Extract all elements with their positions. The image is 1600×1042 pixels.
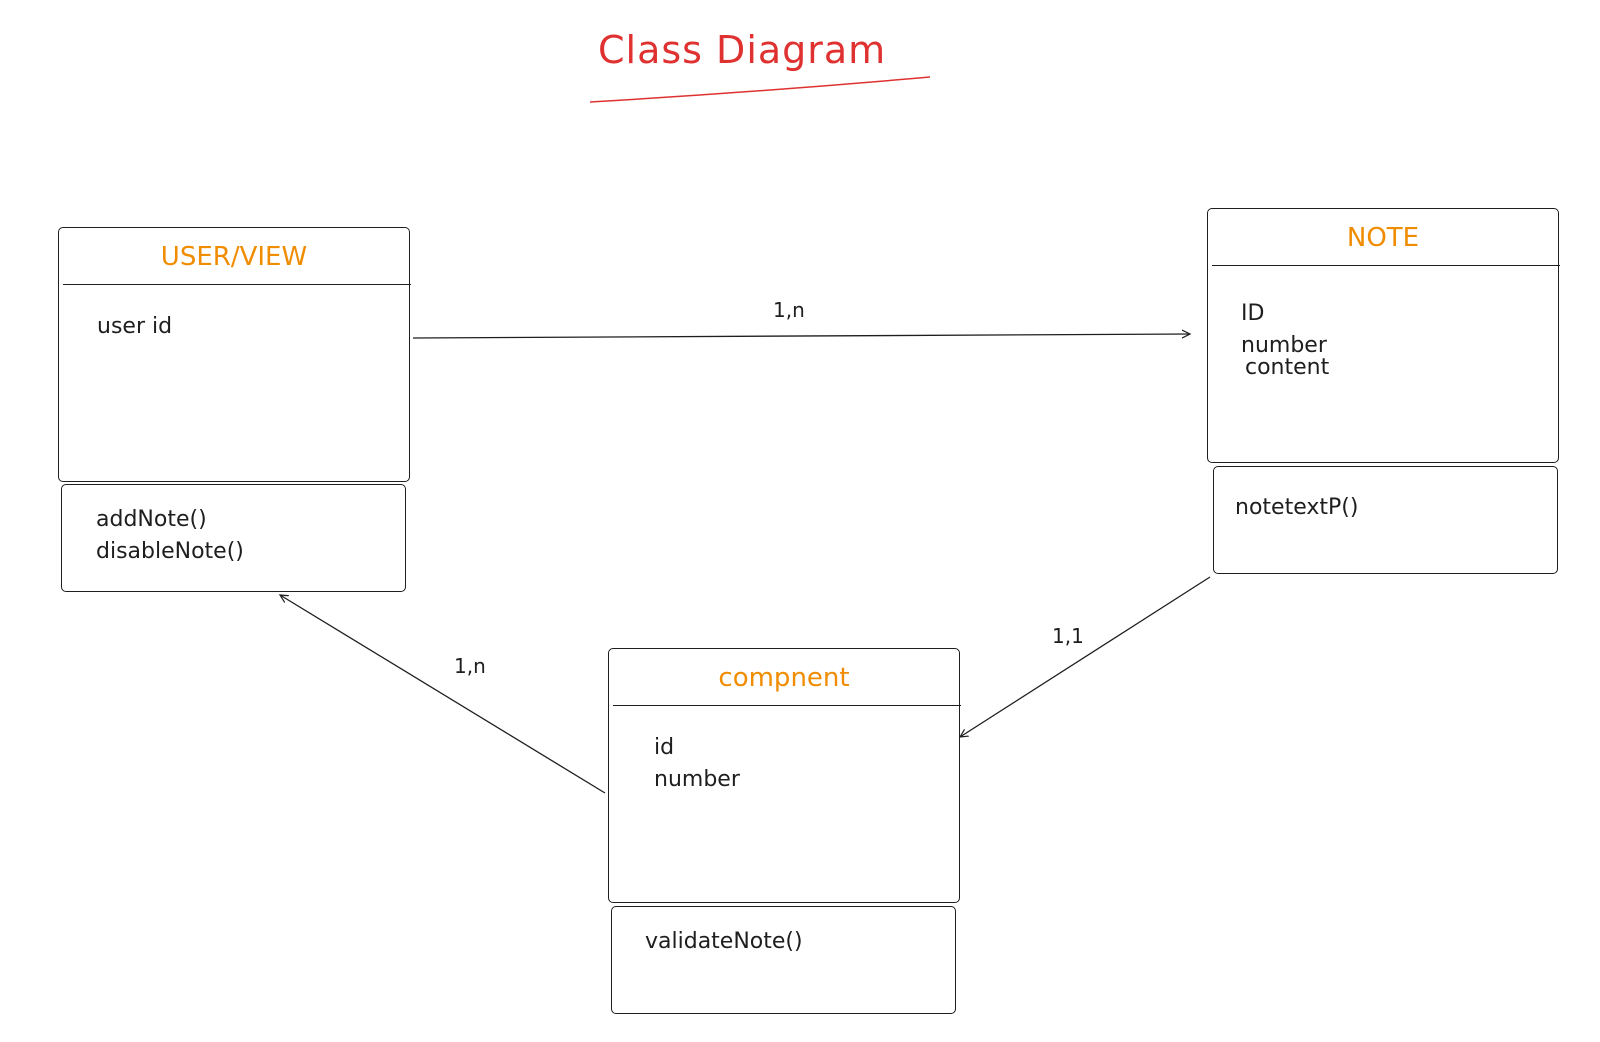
user-view-attribute: user id (97, 314, 173, 339)
relation-compnent-user-arrow[interactable] (280, 595, 606, 794)
note-attribute: number (1241, 333, 1327, 358)
compnent-methods-box[interactable]: validateNote() (611, 906, 956, 1014)
user-view-methods-box[interactable]: addNote() disableNote() (61, 484, 406, 592)
note-class-name: NOTE (1346, 223, 1420, 253)
multiplicity-note-compnent: 1,1 (1052, 624, 1084, 648)
note-divider (1212, 265, 1560, 266)
user-view-class-name: USER/VIEW (160, 242, 308, 272)
note-attribute: ID (1241, 301, 1265, 326)
title-underline (589, 76, 931, 103)
note-attribute: content (1245, 355, 1330, 380)
compnent-divider (613, 705, 961, 706)
diagram-title: Class Diagram (598, 28, 887, 72)
user-view-method: disableNote() (96, 539, 244, 564)
multiplicity-user-note: 1,n (773, 298, 805, 322)
compnent-class-box[interactable]: compnent id number (608, 648, 961, 903)
user-view-divider (63, 284, 411, 285)
note-class-box[interactable]: NOTE ID number content (1207, 208, 1560, 463)
multiplicity-compnent-user: 1,n (454, 654, 486, 678)
user-view-class-box[interactable]: USER/VIEW user id (58, 227, 411, 482)
compnent-method: validateNote() (645, 929, 803, 954)
relation-note-compnent-arrow[interactable] (960, 576, 1211, 737)
user-view-method: addNote() (96, 507, 207, 532)
note-method: notetextP() (1235, 495, 1359, 520)
compnent-attribute: id (654, 735, 675, 760)
compnent-attribute: number (654, 767, 740, 792)
relation-user-note-arrow[interactable] (412, 334, 1190, 339)
note-methods-box[interactable]: notetextP() (1213, 466, 1558, 574)
compnent-class-name: compnent (718, 663, 850, 693)
